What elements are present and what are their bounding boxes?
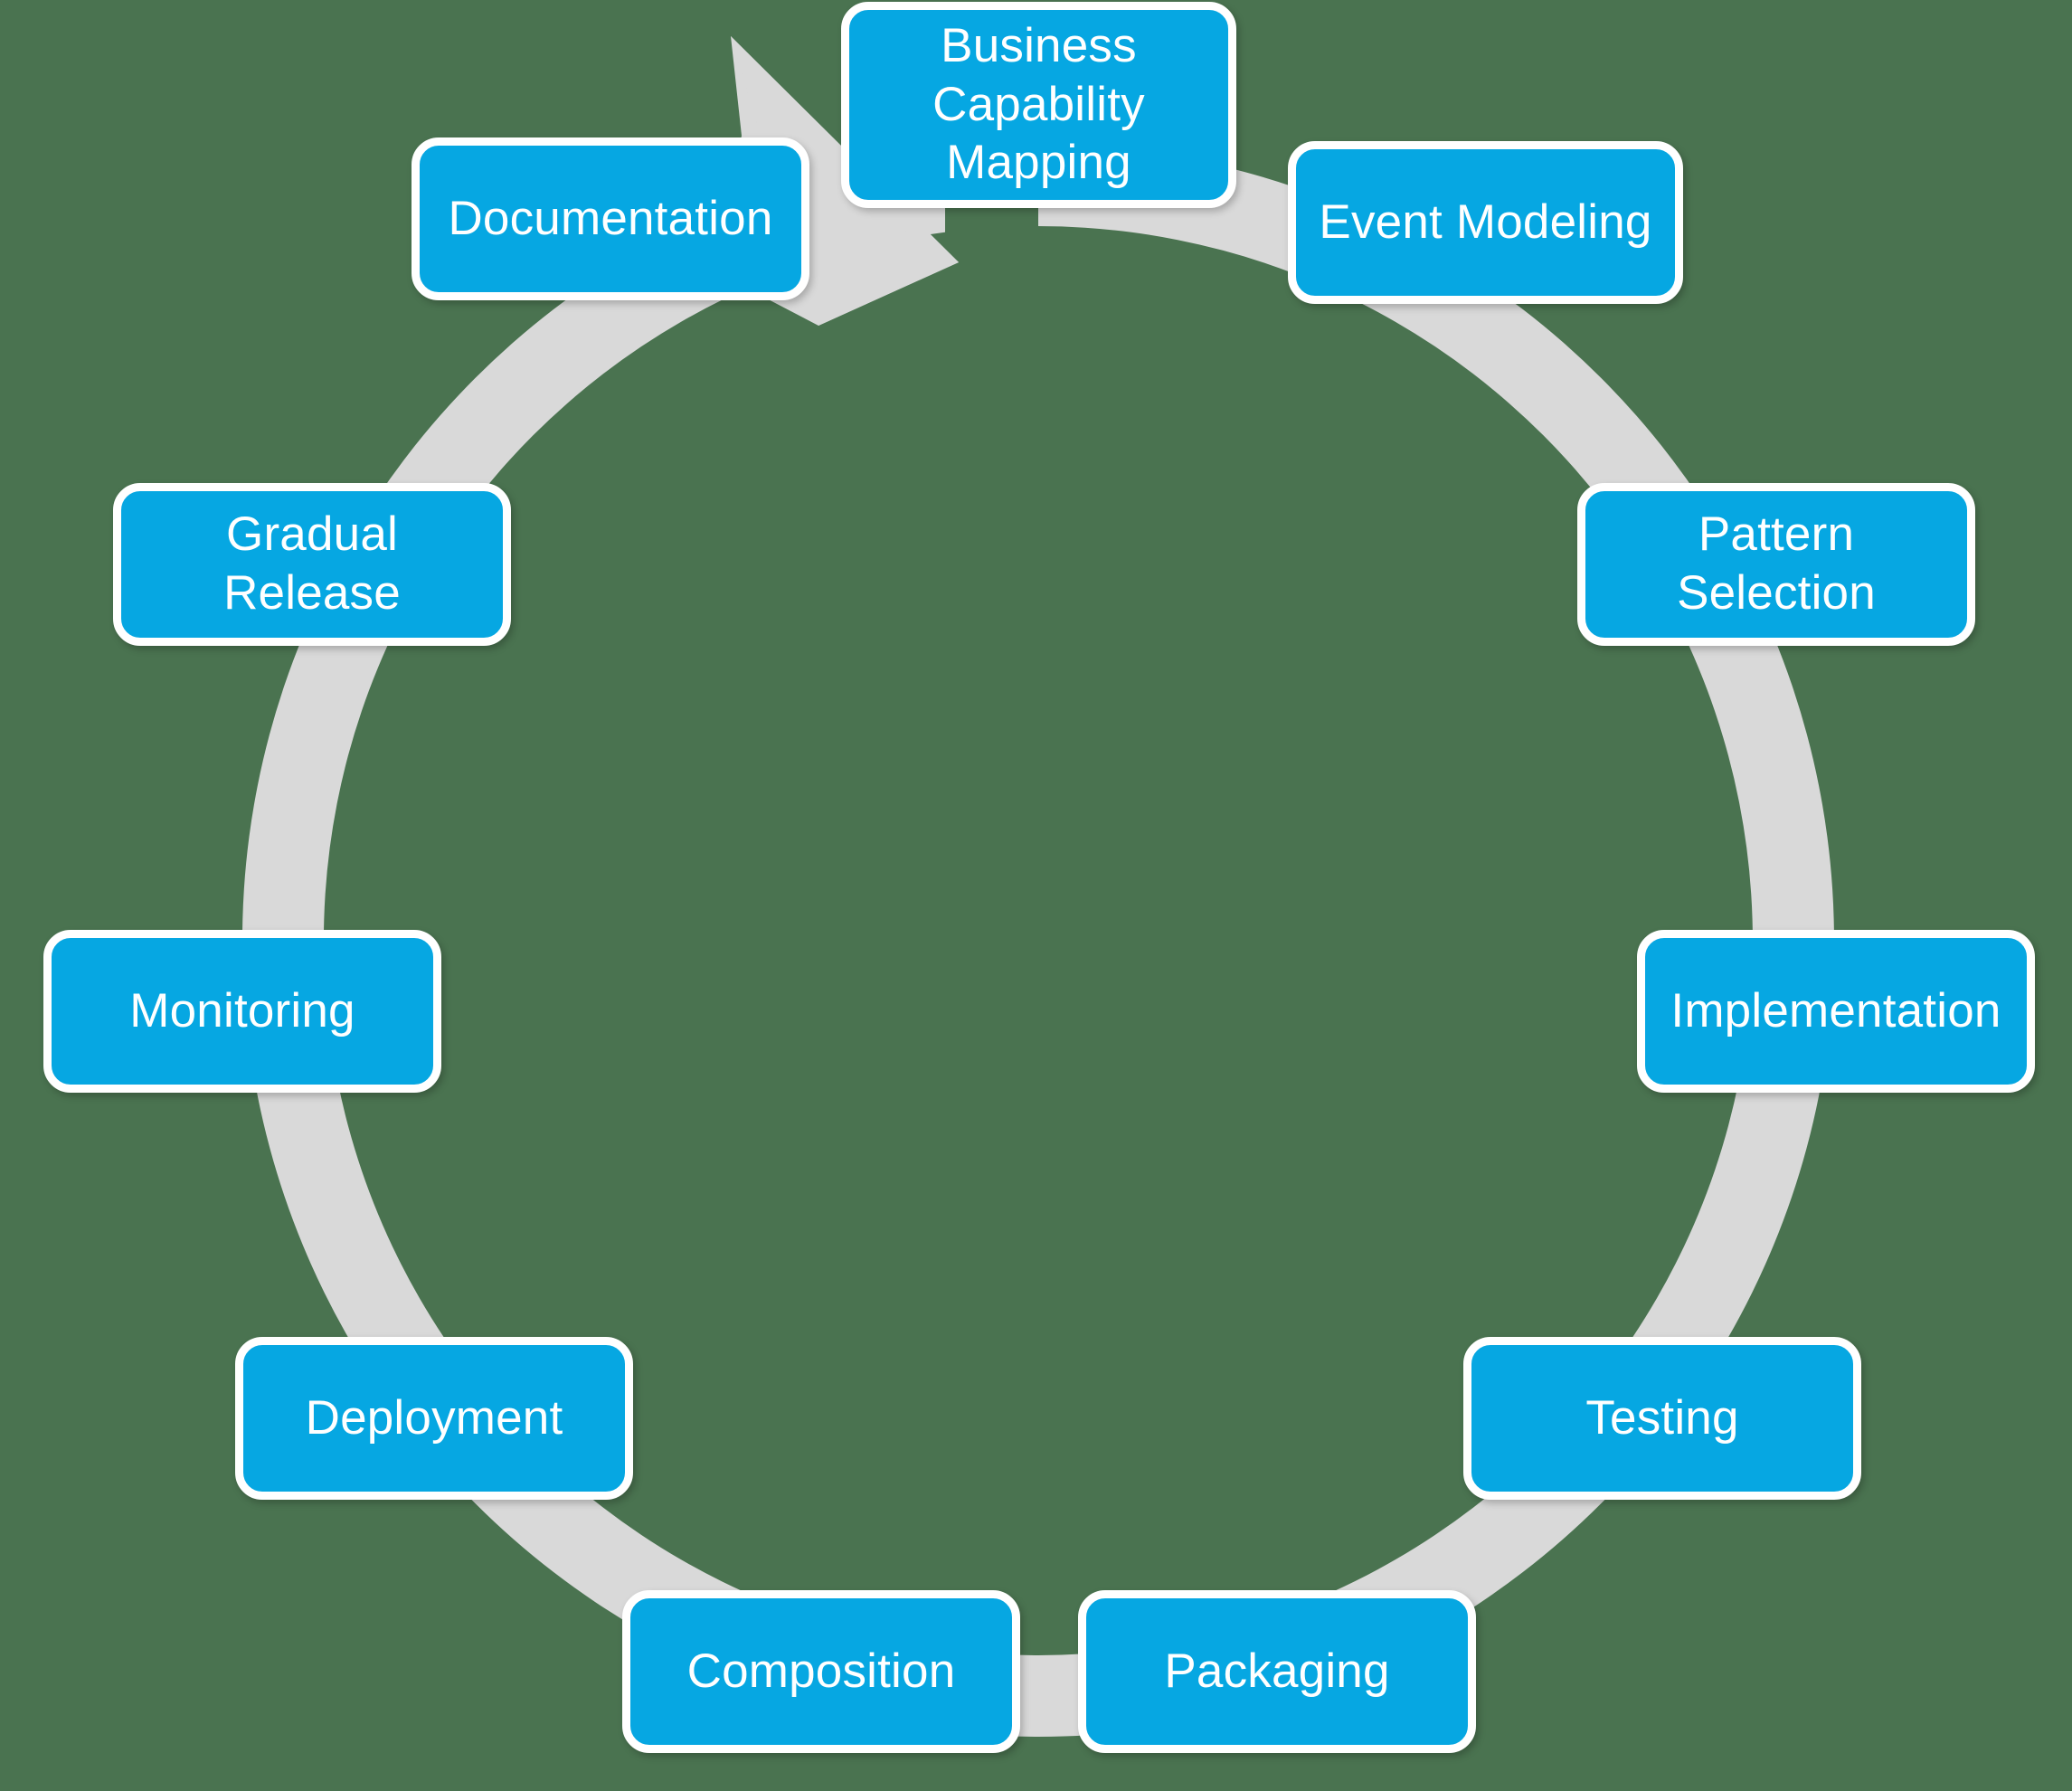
stage-pattern-selection[interactable]: Pattern Selection: [1577, 483, 1975, 646]
stage-label: Business Capability Mapping: [932, 19, 1145, 190]
stage-deployment[interactable]: Deployment: [235, 1337, 633, 1500]
stage-label: Monitoring: [129, 983, 355, 1038]
stage-testing[interactable]: Testing: [1463, 1337, 1861, 1500]
stage-documentation[interactable]: Documentation: [412, 137, 809, 300]
stage-monitoring[interactable]: Monitoring: [43, 930, 441, 1093]
stage-label: Pattern Selection: [1677, 507, 1876, 620]
stage-packaging[interactable]: Packaging: [1078, 1590, 1476, 1753]
stage-label: Gradual Release: [223, 507, 401, 620]
stage-label: Implementation: [1670, 983, 2001, 1038]
stage-gradual-release[interactable]: Gradual Release: [113, 483, 511, 646]
stage-label: Event Modeling: [1319, 194, 1652, 249]
stage-label: Documentation: [448, 191, 773, 245]
stage-label: Deployment: [305, 1390, 563, 1445]
stage-business-capability-mapping[interactable]: Business Capability Mapping: [841, 2, 1236, 208]
stage-label: Packaging: [1164, 1644, 1390, 1698]
stage-label: Testing: [1585, 1390, 1739, 1445]
stage-label: Composition: [686, 1644, 956, 1698]
stage-composition[interactable]: Composition: [622, 1590, 1020, 1753]
stage-implementation[interactable]: Implementation: [1637, 930, 2035, 1093]
stage-event-modeling[interactable]: Event Modeling: [1288, 141, 1683, 304]
